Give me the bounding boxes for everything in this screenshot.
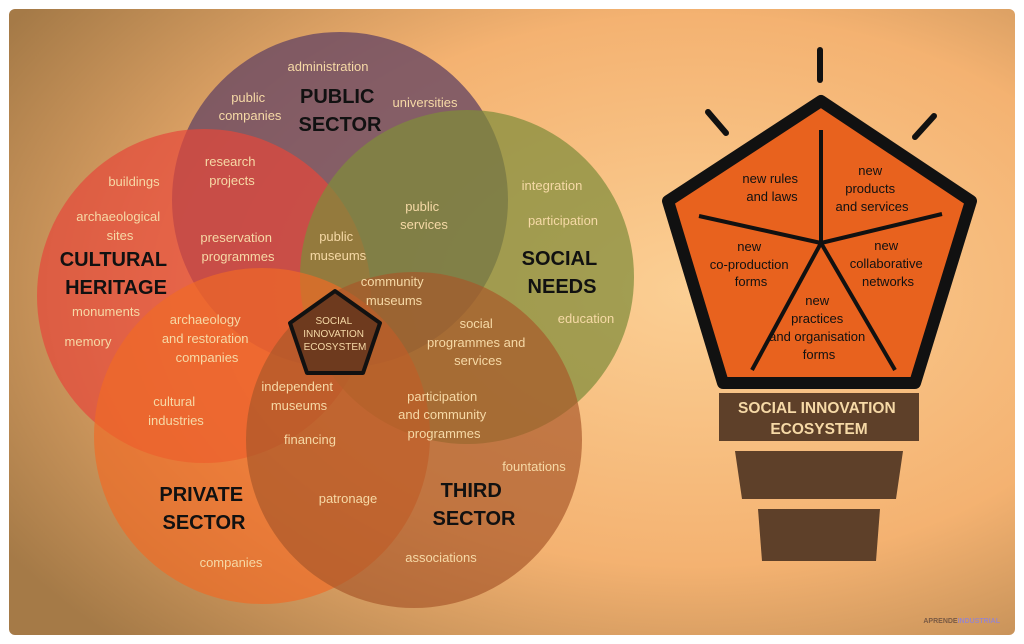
bulb-divider-5 [698, 214, 822, 245]
cultural-heritage-title: CULTURAL HERITAGE [60, 249, 173, 299]
label-companies: companies [200, 555, 263, 570]
bulb-base-band-1 [719, 393, 919, 441]
label-community-museums: community museums [361, 274, 427, 308]
label-associations: associations [405, 550, 477, 565]
label-social-programmes: social programmes and services [427, 316, 529, 368]
label-administration: administration [288, 59, 369, 74]
label-public-museums: public museums [310, 229, 367, 263]
label-independent-museums: independent museums [261, 379, 336, 413]
bulb-divider-4 [750, 242, 823, 371]
label-financing: financing [284, 432, 336, 447]
bulb-base-band-2 [735, 451, 903, 499]
label-cultural-industries: cultural industries [148, 394, 204, 428]
label-participation: participation [528, 213, 598, 228]
pentagon-products-label: new products and services [836, 163, 909, 214]
label-archaeological-sites: archaeological sites [76, 209, 163, 243]
pentagon-practices-label: new practices and organisation forms [769, 293, 869, 362]
label-fountations: fountations [502, 459, 566, 474]
label-memory: memory [65, 334, 112, 349]
private-sector-title: PRIVATE SECTOR [159, 484, 248, 534]
label-public-services: public services [400, 199, 448, 232]
label-archaeology-companies: archaeology and restoration companies [162, 312, 252, 365]
label-preservation-programmes: preservation programmes [200, 230, 275, 264]
label-research-projects: research projects [205, 154, 259, 188]
core-pentagon [288, 289, 382, 375]
core-label: SOCIAL INNOVATION ECOSYSTEM [303, 316, 367, 353]
label-public-companies: public companies [219, 90, 282, 123]
third-sector-title: THIRD SECTOR [433, 480, 517, 530]
bulb-ray-right [912, 113, 937, 140]
label-integration: integration [522, 178, 583, 193]
bulb-divider-3 [819, 241, 897, 372]
bulb-base-band-3 [758, 509, 880, 561]
bulb-divider-2 [820, 212, 943, 245]
pentagon-coproduction-label: new co-production forms [710, 239, 792, 289]
label-education: education [558, 311, 614, 326]
watermark: APRENDEINDUSTRIAL [923, 618, 1000, 625]
label-participation-programmes: participation and community programmes [398, 389, 490, 441]
public-sector-title: PUBLIC SECTOR [299, 86, 383, 136]
base-title: SOCIAL INNOVATION ECOSYSTEM [738, 400, 900, 438]
social-needs-title: SOCIAL NEEDS [522, 248, 603, 298]
pentagon-collaborative-label: new collaborative networks [850, 238, 927, 289]
label-patronage: patronage [319, 491, 378, 506]
bulb-ray-left [705, 109, 729, 136]
pentagon-rules-label: new rules and laws [742, 171, 801, 204]
label-monuments: monuments [72, 304, 140, 319]
label-buildings: buildings [108, 174, 160, 189]
label-universities: universities [392, 95, 458, 110]
